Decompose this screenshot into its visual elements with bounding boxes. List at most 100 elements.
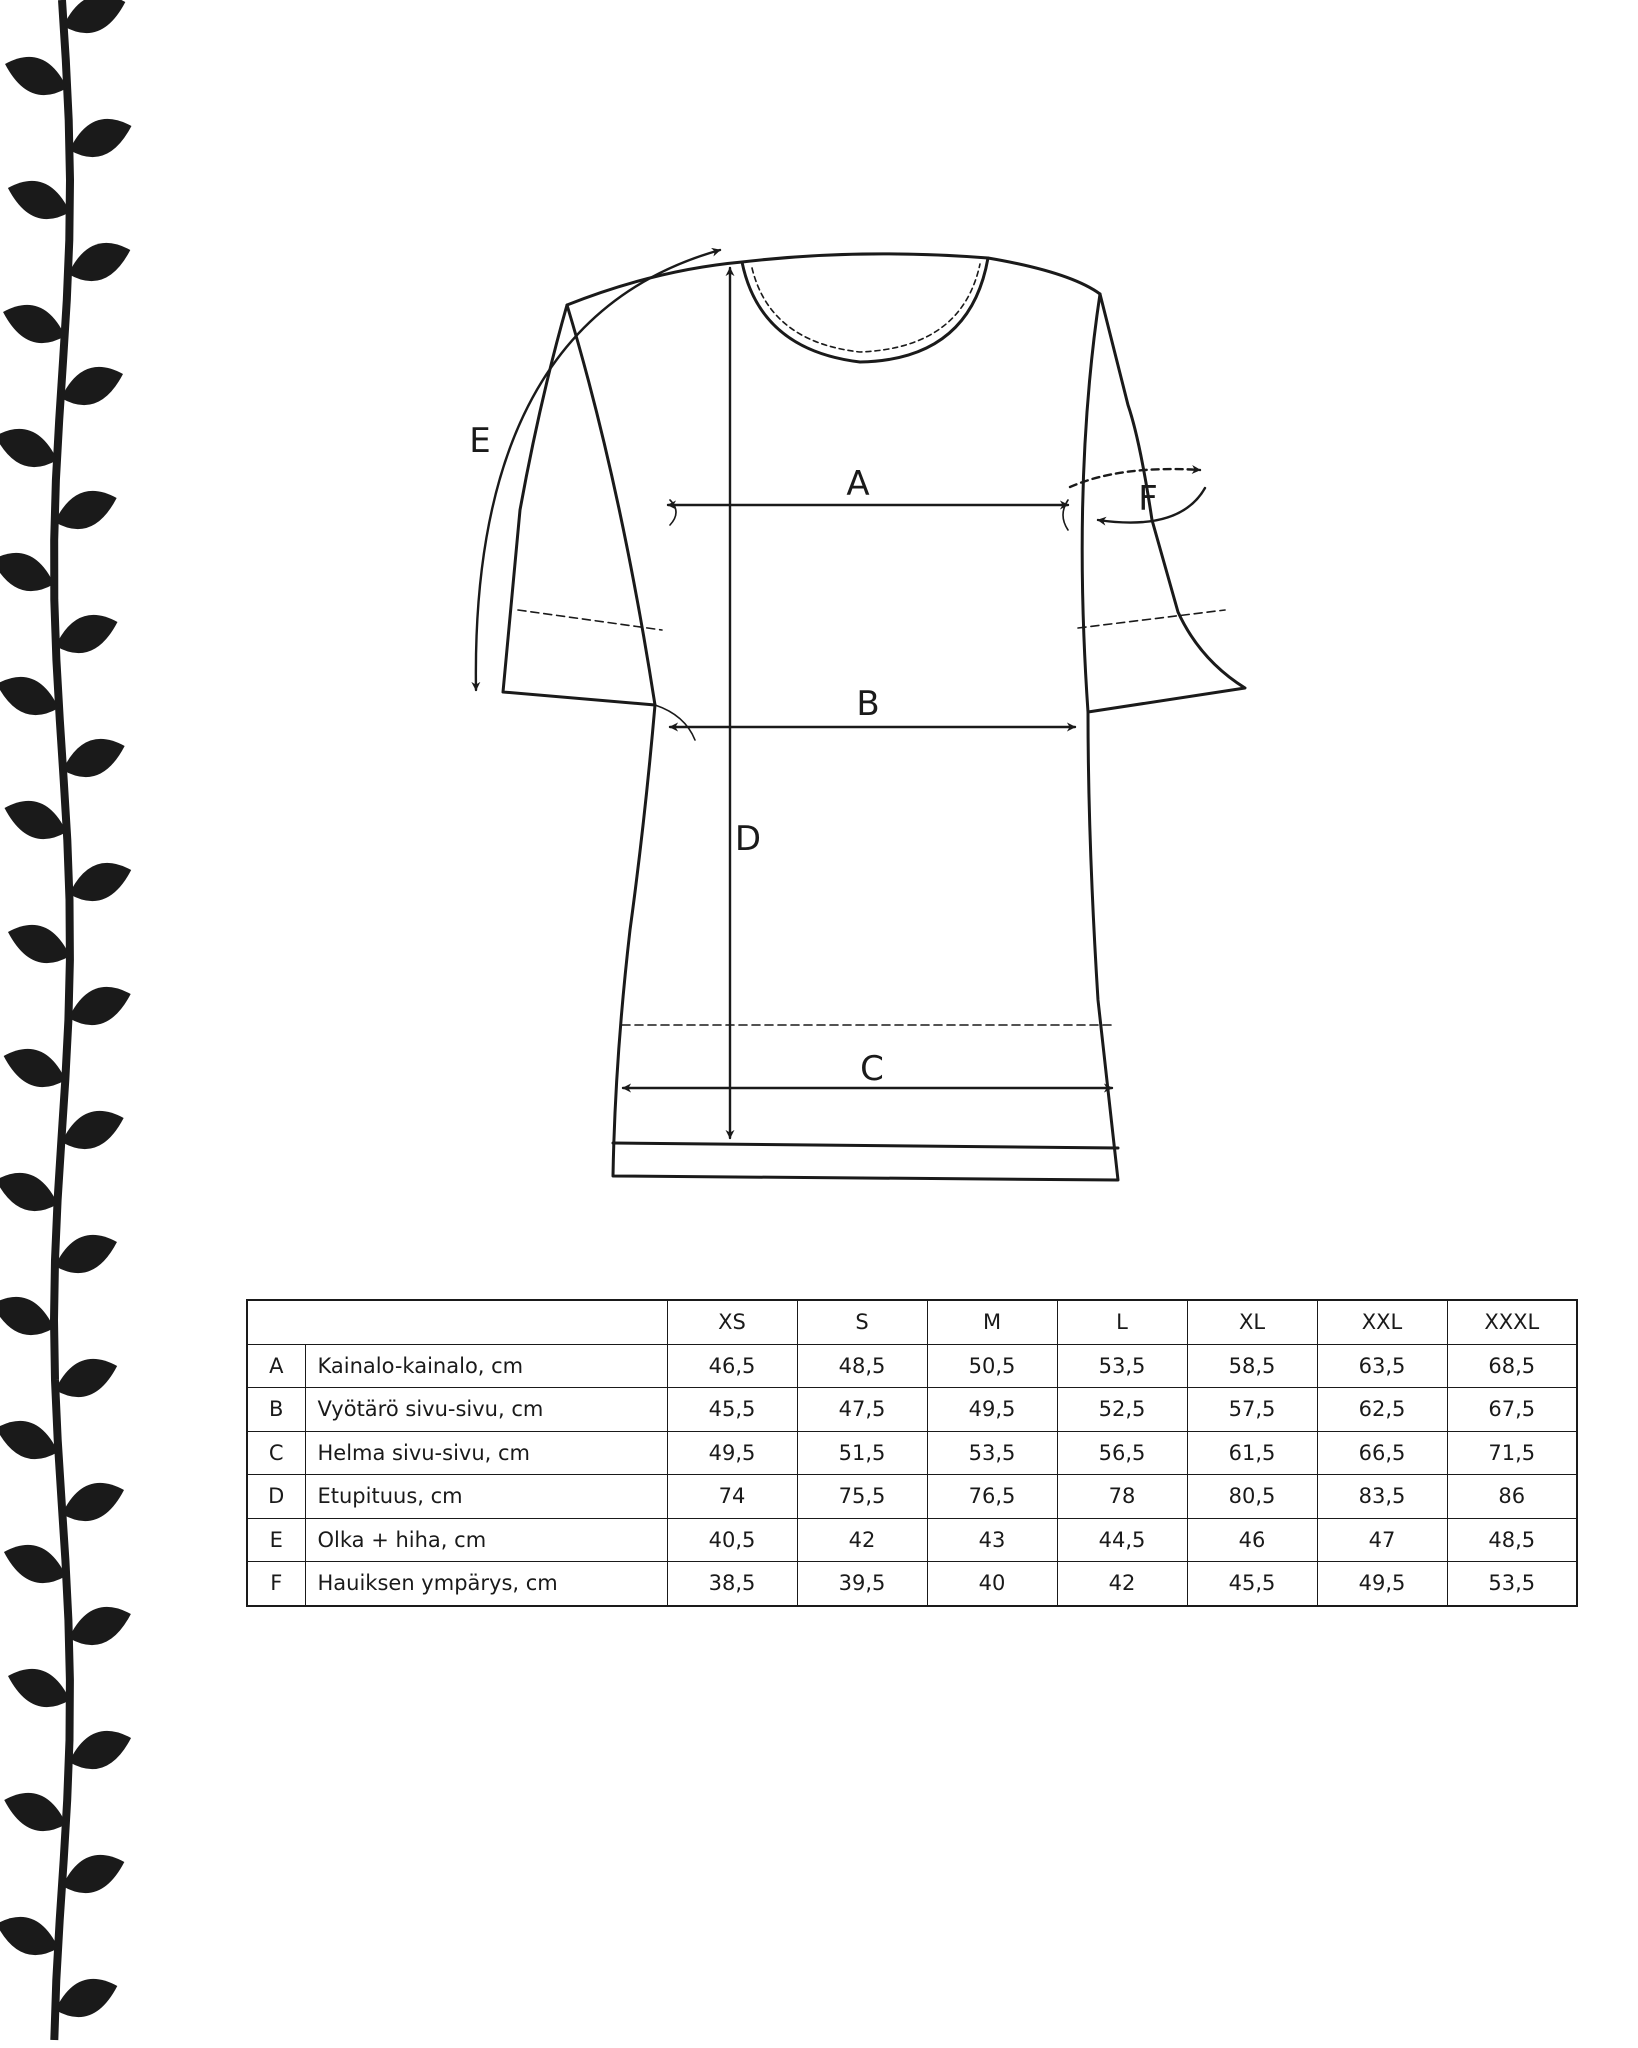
measurement-cell: 46 xyxy=(1186,1517,1318,1562)
size-header: L xyxy=(1056,1299,1188,1345)
measurement-cell: 53,5 xyxy=(926,1430,1058,1475)
leaf-icon xyxy=(0,1916,59,1956)
measurement-cell: 57,5 xyxy=(1186,1387,1318,1432)
leaf-icon xyxy=(54,1234,117,1274)
leaf-icon xyxy=(62,1854,125,1894)
size-header: XXL xyxy=(1316,1299,1448,1345)
row-code: E xyxy=(246,1517,306,1562)
leaf-icon xyxy=(4,800,67,840)
measurement-cell: 50,5 xyxy=(926,1343,1058,1388)
measurement-cell: 76,5 xyxy=(926,1474,1058,1519)
leaf-icon xyxy=(69,862,132,902)
label-f: F xyxy=(1138,479,1158,519)
leaf-icon xyxy=(3,304,66,344)
measurement-cell: 48,5 xyxy=(796,1343,928,1388)
vine-stem xyxy=(49,0,75,2041)
measurement-cell: 83,5 xyxy=(1316,1474,1448,1519)
label-a: A xyxy=(846,464,869,504)
measurement-cell: 74 xyxy=(666,1474,798,1519)
label-d: D xyxy=(735,819,761,859)
size-header: S xyxy=(796,1299,928,1345)
row-code: B xyxy=(246,1387,306,1432)
leaf-icon xyxy=(3,1048,66,1088)
leaf-icon xyxy=(63,0,126,34)
leaf-icon xyxy=(7,1668,70,1708)
row-code: D xyxy=(246,1474,306,1519)
row-label: Vyötärö sivu-sivu, cm xyxy=(304,1387,668,1432)
size-header: XXXL xyxy=(1446,1299,1578,1345)
measurement-cell: 46,5 xyxy=(666,1343,798,1388)
measurement-cell: 71,5 xyxy=(1446,1430,1578,1475)
row-code: A xyxy=(246,1343,306,1388)
hem-line xyxy=(611,1141,1120,1150)
leaf-icon xyxy=(0,428,58,468)
row-label: Kainalo-kainalo, cm xyxy=(304,1343,668,1388)
measurement-cell: 62,5 xyxy=(1316,1387,1448,1432)
measurement-cell: 38,5 xyxy=(666,1561,798,1606)
measurement-cell: 53,5 xyxy=(1056,1343,1188,1388)
measurement-cell: 49,5 xyxy=(1316,1561,1448,1606)
measurement-cell: 47,5 xyxy=(796,1387,928,1432)
label-e: E xyxy=(469,421,490,461)
leaf-icon xyxy=(68,242,131,282)
leaf-icon xyxy=(5,56,68,96)
measurement-cell: 42 xyxy=(796,1517,928,1562)
leaf-icon xyxy=(7,924,70,964)
measurement-cell: 63,5 xyxy=(1316,1343,1448,1388)
measurement-cell: 68,5 xyxy=(1446,1343,1578,1388)
leaf-icon xyxy=(0,1420,59,1460)
measurement-cell: 80,5 xyxy=(1186,1474,1318,1519)
tshirt-diagram: A B C D E F xyxy=(469,247,1247,1182)
measure-arrow-e xyxy=(471,247,722,692)
right-shoulder-seam xyxy=(1080,292,1102,714)
measurement-cell: 40,5 xyxy=(666,1517,798,1562)
measurement-cell: 61,5 xyxy=(1186,1430,1318,1475)
measurement-cell: 44,5 xyxy=(1056,1517,1188,1562)
leaf-icon xyxy=(69,1730,132,1770)
label-c: C xyxy=(860,1049,884,1089)
measurement-cell: 56,5 xyxy=(1056,1430,1188,1475)
left-shoulder-seam xyxy=(565,303,657,707)
row-code: F xyxy=(246,1561,306,1606)
header-row: XS S M L XL XXL XXXL xyxy=(246,1299,1578,1345)
measurement-cell: 52,5 xyxy=(1056,1387,1188,1432)
measurement-cell: 40 xyxy=(926,1561,1058,1606)
measure-arrow-f-back xyxy=(1068,465,1202,489)
measurement-cell: 43 xyxy=(926,1517,1058,1562)
leaf-icon xyxy=(4,1792,67,1832)
neckline xyxy=(740,256,990,364)
leaf-icon xyxy=(0,552,55,592)
leaf-icon xyxy=(55,1358,118,1398)
leaf-icon xyxy=(68,986,131,1026)
measurement-cell: 47 xyxy=(1316,1517,1448,1562)
measurement-cell: 53,5 xyxy=(1446,1561,1578,1606)
measurement-cell: 75,5 xyxy=(796,1474,928,1519)
measurement-cell: 49,5 xyxy=(926,1387,1058,1432)
measurement-cell: 66,5 xyxy=(1316,1430,1448,1475)
label-b: B xyxy=(856,684,879,724)
measure-arrow-f-front xyxy=(1096,486,1207,526)
measurement-cell: 67,5 xyxy=(1446,1387,1578,1432)
leaf-icon xyxy=(61,1110,124,1150)
size-header: XL xyxy=(1186,1299,1318,1345)
leaf-icon xyxy=(68,1606,131,1646)
measurement-cell: 42 xyxy=(1056,1561,1188,1606)
measurement-cell: 49,5 xyxy=(666,1430,798,1475)
size-header: M xyxy=(926,1299,1058,1345)
header-blank xyxy=(246,1299,668,1345)
measurement-cell: 48,5 xyxy=(1446,1517,1578,1562)
row-code: C xyxy=(246,1430,306,1475)
leaf-icon xyxy=(55,1978,118,2018)
leaf-vine-icon xyxy=(0,0,132,2041)
leaf-icon xyxy=(69,118,132,158)
measurement-cell: 86 xyxy=(1446,1474,1578,1519)
leaf-icon xyxy=(3,1544,66,1584)
row-label: Olka + hiha, cm xyxy=(304,1517,668,1562)
